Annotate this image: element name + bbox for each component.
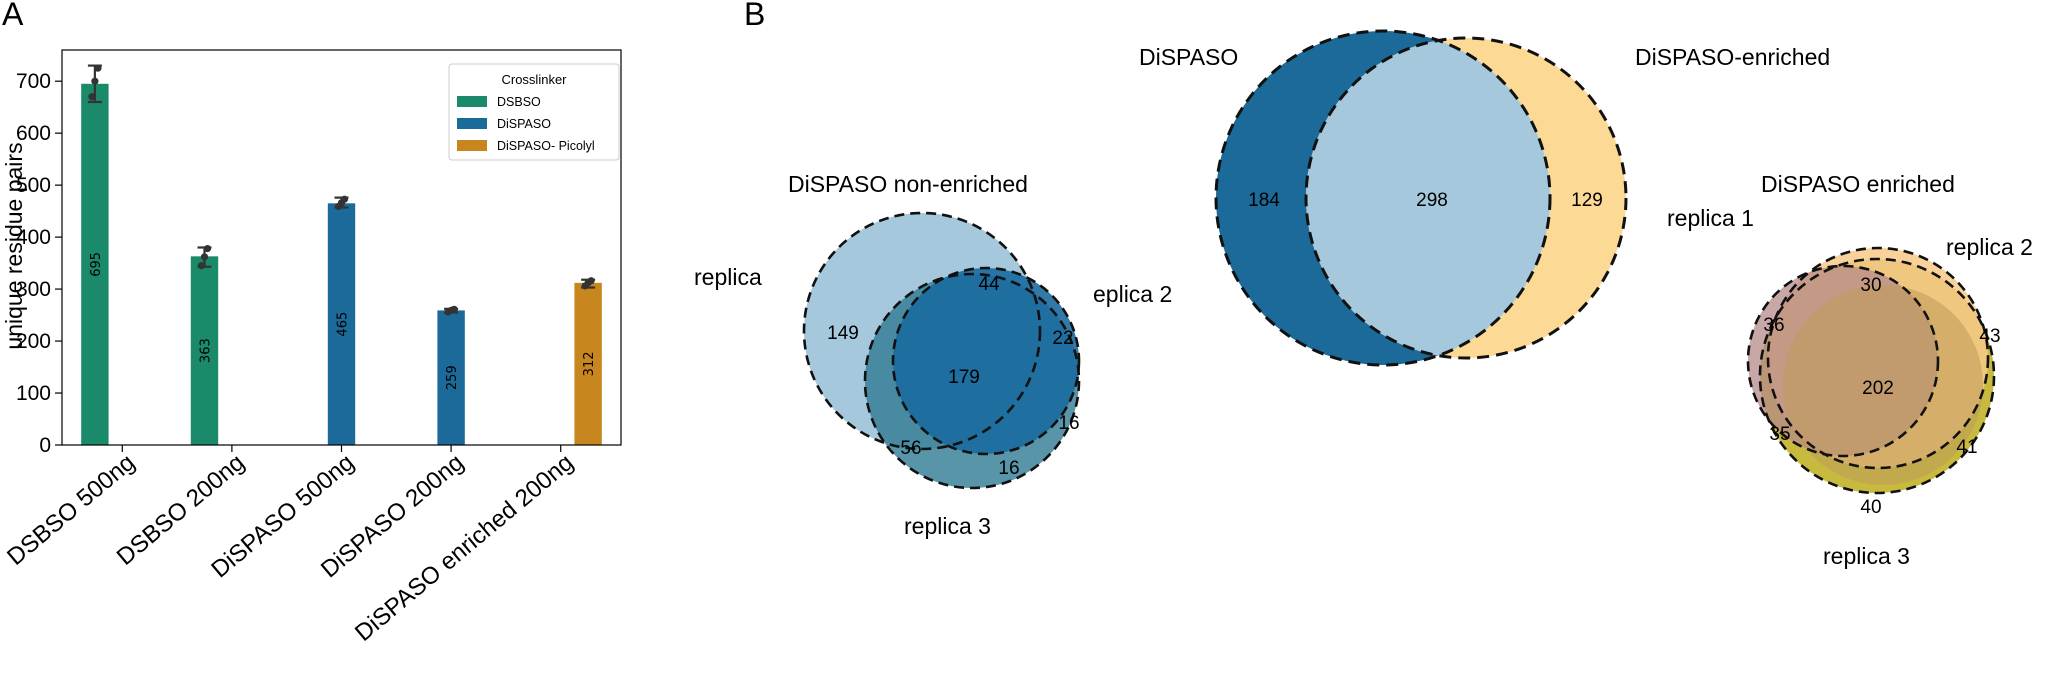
venn1-outline-1	[802, 211, 1042, 451]
replicate-point	[340, 195, 349, 203]
y-tick-label: 600	[16, 122, 51, 145]
venn3-outline-3	[1758, 257, 1996, 495]
bar-value-label: 363	[198, 338, 213, 363]
x-tick-label: DiSPASO enriched 200ng	[350, 449, 579, 647]
bar	[81, 83, 109, 445]
bars	[81, 83, 602, 445]
legend-swatch-picolyl	[457, 140, 487, 151]
venn1-count-only1: 149	[827, 323, 859, 344]
replicate-point	[450, 305, 458, 313]
venn1-count-all: 179	[948, 367, 980, 388]
venn1-outline-3	[863, 272, 1081, 490]
venn1-set-label-1: replica	[694, 264, 762, 290]
venn3-count-all: 202	[1862, 378, 1894, 399]
venn1-count-s13: 56	[900, 438, 921, 459]
y-ticks: 0 100 200 300 400 500 600 700	[16, 70, 62, 457]
replicate-point	[203, 244, 212, 253]
venn1-count-s12: 44	[978, 274, 1000, 295]
venn1-circle-replica-2	[893, 268, 1079, 454]
venn2-outline-1	[1214, 29, 1552, 367]
venn3-set-label-3: replica 3	[1823, 543, 1910, 569]
venn3-title: DiSPASO enriched	[1761, 171, 1955, 197]
legend-swatch-dsbso	[457, 96, 487, 107]
replicate-point	[197, 262, 206, 270]
venn3-center-tint	[1783, 285, 1983, 485]
y-axis-label: unique residue pairs	[1, 142, 27, 349]
venn2-count-right: 129	[1571, 190, 1603, 211]
legend-title: Crosslinker	[501, 72, 567, 87]
venn-pair: DiSPASO DiSPASO-enriched 184 298 129	[1139, 29, 1830, 367]
y-tick-label: 0	[39, 434, 51, 457]
venn3-count-s12: 30	[1860, 275, 1881, 296]
venn-enriched: DiSPASO enriched replica 1 replica 2 rep…	[1667, 171, 2033, 569]
venn1-count-only3: 16	[998, 458, 1019, 479]
bar-value-label: 312	[582, 352, 597, 377]
venn3-outline-2	[1766, 246, 1990, 470]
replicate-point	[91, 77, 99, 85]
y-tick-label: 500	[16, 174, 51, 197]
venn3-count-s13: 35	[1769, 424, 1790, 445]
bar-value-labels: 695 363 465 259 312	[89, 252, 597, 390]
venn3-set-label-2: replica 2	[1946, 234, 2033, 260]
plot-frame	[61, 49, 622, 446]
bar-value-label: 695	[89, 252, 104, 277]
venn3-count-s23: 41	[1956, 437, 1977, 458]
venn1-outline-2	[891, 266, 1081, 456]
legend: Crosslinker DSBSO DiSPASO DiSPASO- Picol…	[448, 63, 620, 161]
error-bars	[87, 64, 596, 316]
venn2-set-label-1: DiSPASO	[1139, 44, 1238, 70]
venn-non-enriched: DiSPASO non-enriched replica eplica 2 re…	[694, 171, 1172, 539]
venn2-set-label-2: DiSPASO-enriched	[1635, 44, 1830, 70]
bar	[574, 282, 602, 445]
venn1-count-only2: 22	[1052, 328, 1073, 349]
legend-swatch-dispaso	[457, 118, 487, 129]
legend-label-dispaso: DiSPASO	[497, 117, 551, 131]
bar-value-label: 465	[336, 312, 351, 337]
venn1-set-label-3: replica 3	[904, 513, 991, 539]
bar-value-label: 259	[445, 365, 460, 390]
replicate-point	[587, 277, 595, 285]
panel-a-letter: A	[2, 0, 24, 32]
venn3-count-only3: 40	[1860, 497, 1881, 518]
legend-box	[448, 63, 620, 161]
replicate-point	[200, 253, 209, 261]
y-tick-label: 100	[16, 382, 51, 405]
venn2-count-left: 184	[1248, 190, 1280, 211]
y-tick-label: 700	[16, 70, 51, 93]
bar	[327, 203, 356, 445]
venn2-count-both: 298	[1416, 190, 1448, 211]
legend-label-picolyl: DiSPASO- Picolyl	[497, 139, 595, 153]
bar	[437, 310, 465, 445]
venn2-outline-2	[1304, 36, 1628, 360]
legend-label-dsbso: DSBSO	[497, 95, 541, 109]
venn1-title: DiSPASO non-enriched	[788, 171, 1028, 197]
venn3-count-only1: 36	[1763, 315, 1784, 336]
venn3-set-label-1: replica 1	[1667, 205, 1754, 231]
replicate-point	[88, 93, 96, 101]
venn1-set-label-2: eplica 2	[1093, 281, 1172, 307]
venn3-outline-1	[1746, 264, 1940, 458]
bar-chart: unique residue pairs 0 100 200 300 400 500 600…	[1, 49, 622, 647]
venn1-count-s23: 16	[1058, 413, 1079, 434]
venn3-count-only2: 43	[1979, 326, 2000, 347]
bar	[190, 256, 219, 445]
panel-b-letter: B	[744, 0, 765, 32]
replicate-point	[94, 64, 102, 72]
y-tick-label: 400	[16, 226, 51, 249]
y-tick-label: 200	[16, 330, 51, 353]
y-tick-label: 300	[16, 278, 51, 301]
